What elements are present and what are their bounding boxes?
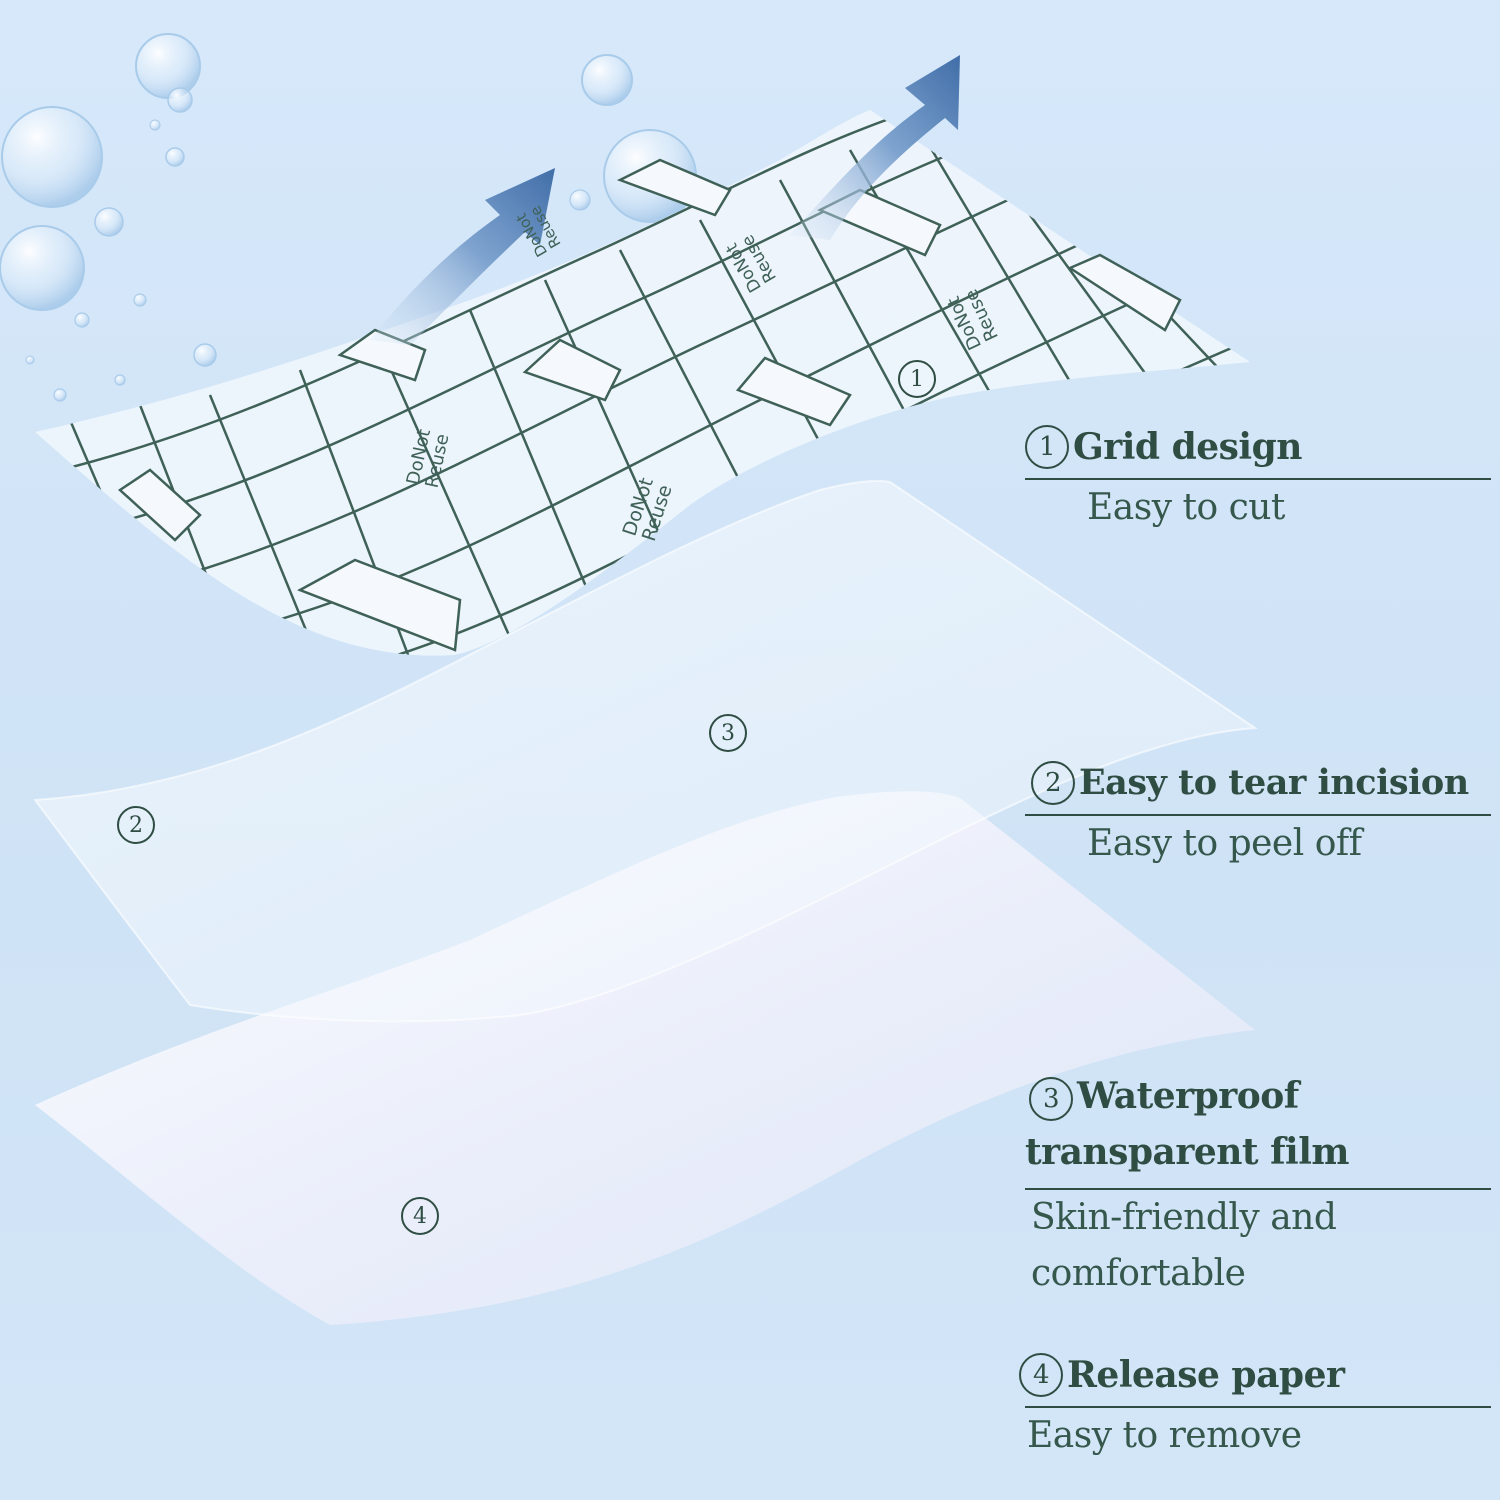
feature-4-heading: 4 Release paper [1019, 1352, 1491, 1398]
feature-2: 2 Easy to tear incision Easy to peel off [1025, 760, 1491, 872]
divider [1025, 814, 1491, 816]
feature-1: 1 Grid design Easy to cut [1025, 424, 1491, 536]
layer-marker-3: 3 [709, 714, 747, 752]
feature-4-subtitle: Easy to remove [1027, 1415, 1302, 1456]
divider [1025, 1188, 1491, 1190]
feature-2-title: Easy to tear incision [1079, 762, 1469, 803]
feature-1-heading: 1 Grid design [1025, 424, 1491, 470]
layer-marker-4: 4 [401, 1197, 439, 1235]
layer-marker-1: 1 [898, 360, 936, 398]
feature-1-subtitle: Easy to cut [1087, 487, 1285, 528]
feature-3-subtitle: Skin-friendly and comfortable [1031, 1197, 1337, 1294]
feature-4-number: 4 [1019, 1353, 1063, 1397]
arrow-right-icon [790, 55, 960, 240]
feature-2-subtitle: Easy to peel off [1087, 823, 1362, 864]
release-paper-layer [35, 791, 1255, 1325]
feature-4: 4 Release paper Easy to remove [1019, 1352, 1491, 1464]
divider [1025, 1406, 1491, 1408]
arrow-left-icon [370, 168, 555, 345]
layer-marker-2: 2 [117, 806, 155, 844]
feature-2-heading: 2 Easy to tear incision [1025, 760, 1491, 806]
feature-3-number: 3 [1029, 1077, 1073, 1121]
feature-4-title: Release paper [1067, 1354, 1345, 1396]
divider [1025, 478, 1491, 480]
feature-2-number: 2 [1031, 761, 1075, 805]
feature-1-title: Grid design [1073, 426, 1302, 468]
feature-1-number: 1 [1025, 425, 1069, 469]
feature-3-title: Waterproof transparent film [1025, 1075, 1350, 1173]
